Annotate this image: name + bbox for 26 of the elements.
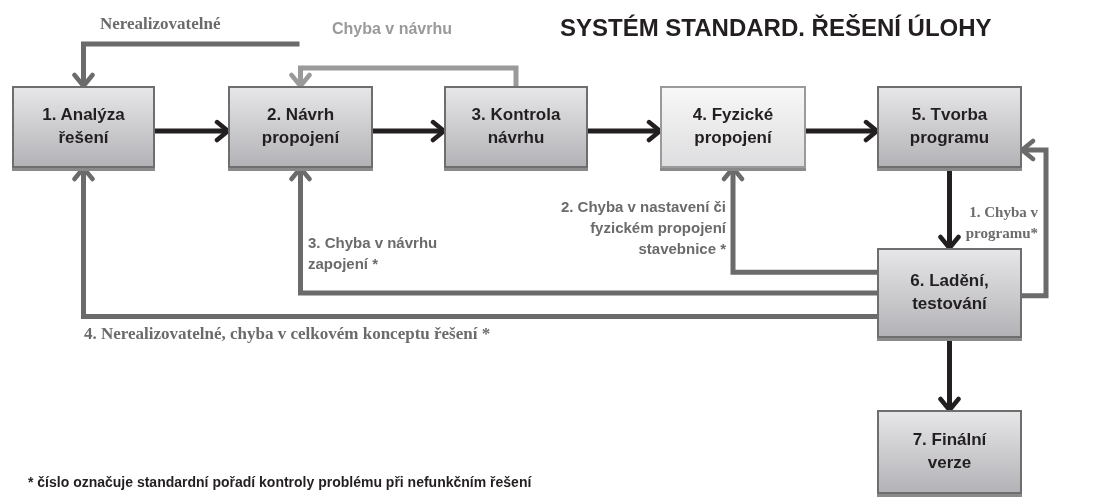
process-box <box>12 86 155 168</box>
edge-label: Nerealizovatelné <box>100 13 221 35</box>
edge-label: Chyba v návrhu <box>332 19 453 39</box>
box-label: 5. Tvorba programu <box>908 104 991 149</box>
edge-label: 4. Nerealizovatelné, chyba v celkovém konceptu řešení * <box>84 323 491 345</box>
arrow <box>938 338 961 413</box>
process-box <box>228 86 373 168</box>
box-label: 7. Finální verze <box>911 429 988 474</box>
box-label: 1. Analýza řešení <box>41 104 126 149</box>
arrow <box>72 41 300 89</box>
edge-label: 2. Chyba v nastavení či fyzickém propojení stavebnice * <box>559 197 726 259</box>
box-label: 3. Kontrola návrhu <box>470 104 562 149</box>
process-box <box>877 248 1022 338</box>
process-box <box>877 86 1022 168</box>
process-box <box>877 410 1022 494</box>
arrow <box>289 65 519 89</box>
footnote: * číslo označuje standardní pořadí kontroly problému při nefunkčním řešení <box>28 474 532 490</box>
box-label: 4. Fyzické propojení <box>691 104 775 149</box>
process-box <box>660 86 806 168</box>
edge-label: 3. Chyba v návrhu zapojení * <box>308 233 439 274</box>
diagram-title: SYSTÉM STANDARD. ŘEŠENÍ ÚLOHY <box>560 14 992 42</box>
box-label: 6. Ladění, testování <box>909 270 990 315</box>
box-label: 2. Návrh propojení <box>260 104 341 149</box>
process-box <box>444 86 588 168</box>
arrow <box>938 168 961 251</box>
edge-label: 1. Chyba v programu* <box>964 203 1038 243</box>
